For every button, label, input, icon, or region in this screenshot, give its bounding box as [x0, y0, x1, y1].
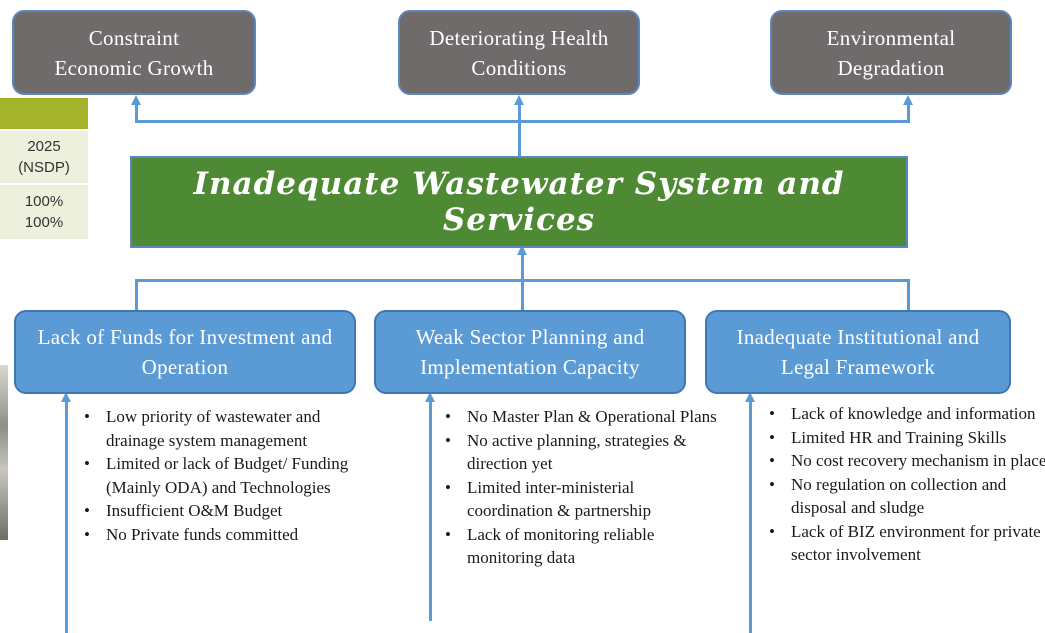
- effect-label: Constraint Economic Growth: [54, 25, 214, 80]
- cause-1-bullet-list: Low priority of wastewater and drainage …: [84, 405, 368, 546]
- list-item: Low priority of wastewater and drainage …: [84, 405, 368, 452]
- core-problem-box: Inadequate Wastewater System and Service…: [130, 156, 908, 248]
- background-photo-strip: [0, 365, 8, 540]
- table-header-cell: 2025 (NSDP): [0, 129, 88, 183]
- arrow-to-cause-3: [745, 392, 755, 402]
- connector-bullets-3: [749, 400, 752, 633]
- list-item: Limited or lack of Budget/ Funding (Main…: [84, 452, 368, 499]
- effect-box-environmental-degradation: Environmental Degradation: [770, 10, 1012, 95]
- arrow-to-cause-1: [61, 392, 71, 402]
- connector-bullets-1: [65, 400, 68, 633]
- cause-3-bullet-list: Lack of knowledge and information Limite…: [769, 402, 1045, 567]
- arrow-to-cause-2: [425, 392, 435, 402]
- list-item: No regulation on collection and disposal…: [769, 473, 1045, 520]
- cause-box-funds: Lack of Funds for Investment and Operati…: [14, 310, 356, 394]
- list-item: Limited inter-ministerial coordination &…: [445, 476, 717, 523]
- table-value-cell: 100% 100%: [0, 183, 88, 239]
- arrow-to-core: [517, 245, 527, 255]
- connector-bullets-2: [429, 400, 432, 621]
- cause-label: Inadequate Institutional and Legal Frame…: [736, 325, 980, 379]
- cause-box-institutional: Inadequate Institutional and Legal Frame…: [705, 310, 1011, 394]
- table-value-1: 100%: [24, 193, 64, 210]
- list-item: Lack of BIZ environment for private sect…: [769, 520, 1045, 567]
- list-item: Limited HR and Training Skills: [769, 426, 1045, 450]
- connector-left-effect: [135, 104, 138, 122]
- background-table-fragment: 2025 (NSDP) 100% 100%: [0, 98, 88, 239]
- cause-2-bullet-list: No Master Plan & Operational Plans No ac…: [445, 405, 717, 570]
- cause-box-planning: Weak Sector Planning and Implementation …: [374, 310, 686, 394]
- list-item: No Private funds committed: [84, 523, 368, 547]
- list-item: Lack of knowledge and information: [769, 402, 1045, 426]
- list-item: No active planning, strategies & directi…: [445, 429, 717, 476]
- table-header-text: 2025 (NSDP): [18, 138, 70, 176]
- table-value-2: 100%: [24, 214, 64, 231]
- connector-left-cause: [135, 279, 138, 310]
- connector-right-cause: [907, 279, 910, 310]
- list-item: Insufficient O&M Budget: [84, 499, 368, 523]
- arrow-to-effect-1: [131, 95, 141, 105]
- effect-label: Environmental Degradation: [826, 25, 956, 80]
- cause-label: Weak Sector Planning and Implementation …: [415, 325, 645, 379]
- effect-box-health-conditions: Deteriorating Health Conditions: [398, 10, 640, 95]
- connector-core-up: [518, 104, 521, 156]
- effect-label: Deteriorating Health Conditions: [429, 25, 609, 80]
- core-problem-title: Inadequate Wastewater System and Service…: [193, 166, 845, 238]
- connector-core-down: [521, 254, 524, 310]
- arrow-to-effect-3: [903, 95, 913, 105]
- effect-box-economic-growth: Constraint Economic Growth: [12, 10, 256, 95]
- list-item: Lack of monitoring reliable monitoring d…: [445, 523, 717, 570]
- arrow-to-effect-2: [514, 95, 524, 105]
- table-header-bar: [0, 98, 88, 129]
- list-item: No cost recovery mechanism in place: [769, 449, 1045, 473]
- cause-label: Lack of Funds for Investment and Operati…: [37, 325, 333, 379]
- connector-right-effect: [907, 104, 910, 122]
- list-item: No Master Plan & Operational Plans: [445, 405, 717, 429]
- connector-top-horizontal: [135, 120, 910, 123]
